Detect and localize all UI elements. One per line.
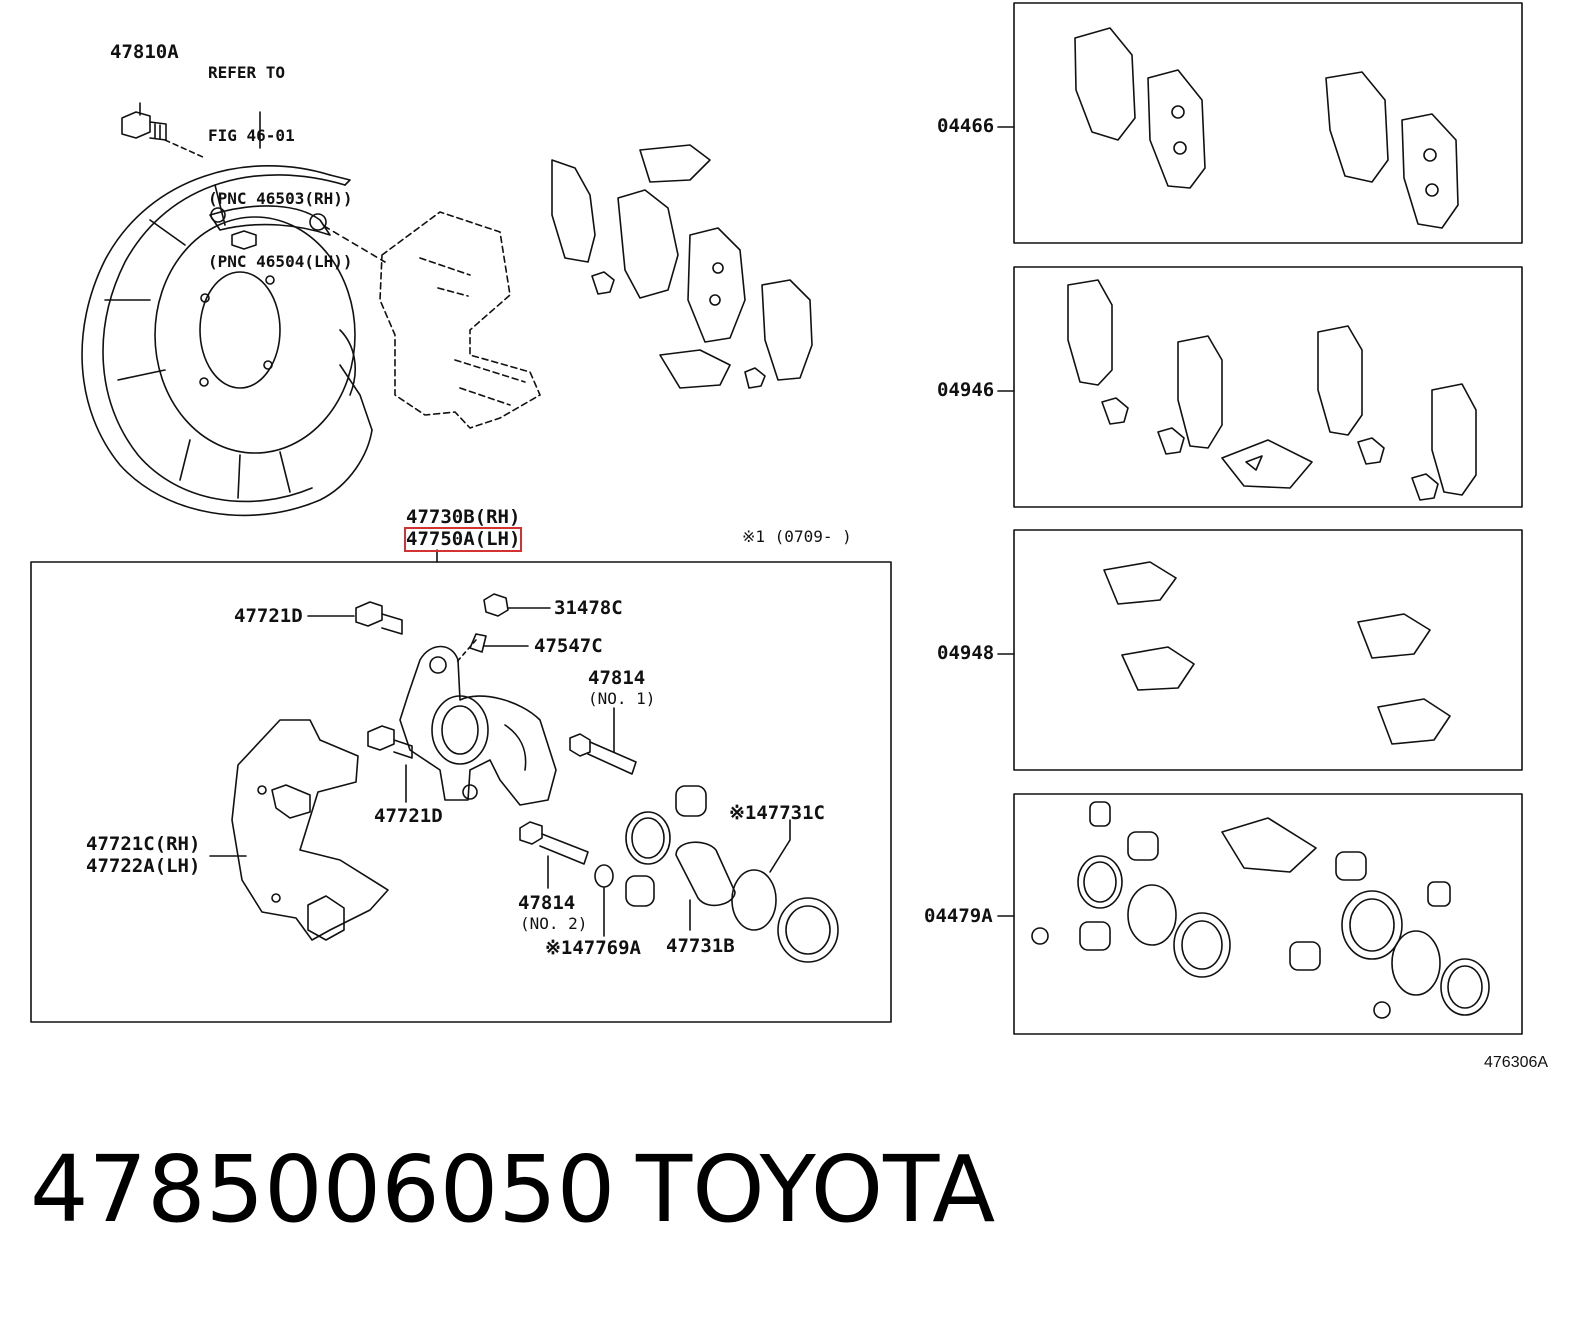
kit-04946-drawing [1067,279,1477,501]
refer-line-4: (PNC 46504(LH)) [208,252,353,271]
callout-47721C: 47721C(RH) [86,833,201,855]
callout-47810A: 47810A [110,41,179,63]
callout-47547C: 47547C [534,635,603,657]
footer-part-number: 4785006050 [30,1136,616,1243]
pads-top-drawing [551,144,813,389]
refer-note: REFER TO FIG 46-01 (PNC 46503(RH)) (PNC … [208,20,353,293]
kit-label-04466: 04466 [937,115,995,137]
kit-label-04479A: 04479A [924,905,993,927]
refer-line-3: (PNC 46503(RH)) [208,189,353,208]
note-1: ※1 (0709- ) [742,527,852,546]
kit-label-04948: 04948 [937,642,995,664]
dust-shield-drawing [81,102,386,517]
callout-47750A-highlighted[interactable]: 47750A(LH) [403,527,523,552]
kit-box-04479A [1013,793,1523,1035]
callout-31478C: 31478C [554,597,623,619]
callout-47721D-top: 47721D [234,605,303,627]
callout-47731C: ※147731C [729,802,825,824]
carrier-top-drawing [379,211,541,429]
kit-04948-drawing [1103,561,1451,745]
refer-line-1: REFER TO [208,63,286,82]
callout-47814-no1-sub: (NO. 1) [588,689,656,708]
kit-box-04948 [1013,529,1523,771]
callout-47814-no2: 47814 [518,892,576,914]
callout-47721D-bottom: 47721D [374,805,443,827]
caliper-assembly-box [30,561,892,1023]
kit-box-04946 [1013,266,1523,508]
kit-label-04946: 04946 [937,379,995,401]
kit-04466-drawing [1074,27,1459,229]
callout-47769A: ※147769A [545,937,641,959]
refer-line-2: FIG 46-01 [208,126,295,145]
callout-47722A: 47722A(LH) [86,855,201,877]
illustration-number: 476306A [1484,1054,1549,1071]
kit-04479A-drawing [1031,801,1490,1019]
callout-47814-no2-sub: (NO. 2) [520,914,588,933]
callout-47731B: 47731B [666,935,735,957]
footer-brand: TOYOTA [636,1136,996,1243]
caliper-assembly-drawing [209,593,839,963]
kit-box-04466 [1013,2,1523,244]
callout-47814-no1: 47814 [588,667,646,689]
callout-47730B: 47730B(RH) [406,506,521,528]
